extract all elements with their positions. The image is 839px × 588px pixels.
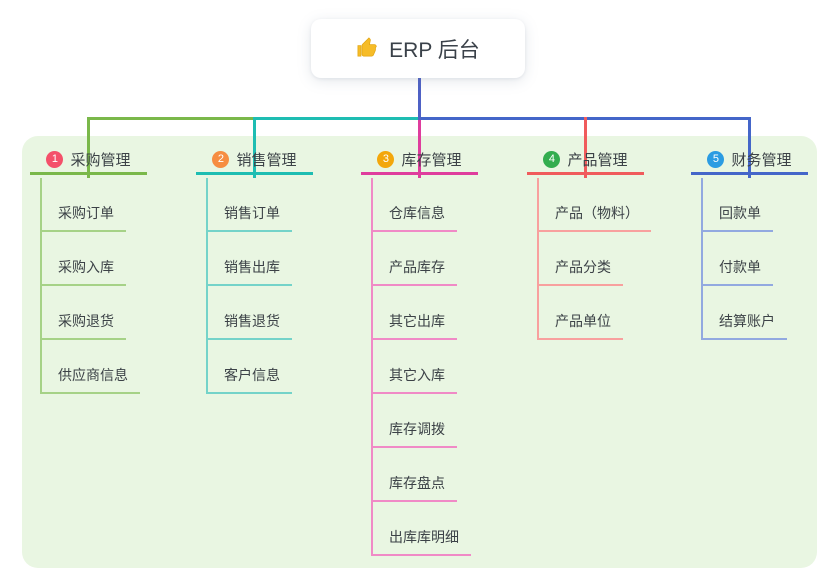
branch-number-badge: 3 — [377, 151, 395, 168]
child-row: 采购订单 — [40, 178, 140, 232]
child-row: 其它入库 — [371, 340, 471, 394]
branch-number-badge: 1 — [46, 151, 64, 168]
child-node[interactable]: 采购订单 — [40, 203, 126, 232]
root-title: ERP 后台 — [389, 38, 480, 62]
child-row: 出库库明细 — [371, 502, 471, 556]
branch-label: 财务管理 — [731, 152, 792, 169]
branches-panel — [22, 136, 817, 568]
connector-line — [418, 78, 421, 120]
child-row: 销售退货 — [206, 286, 292, 340]
branch-node-1[interactable]: 1 采购管理 — [30, 147, 147, 175]
child-node[interactable]: 结算账户 — [701, 311, 787, 340]
child-row: 其它出库 — [371, 286, 471, 340]
child-node[interactable]: 供应商信息 — [40, 365, 140, 394]
child-node[interactable]: 库存调拨 — [371, 419, 457, 448]
branch-label: 库存管理 — [401, 152, 462, 169]
connector-line — [747, 117, 751, 178]
child-row: 采购入库 — [40, 232, 140, 286]
child-row: 客户信息 — [206, 340, 292, 394]
child-node[interactable]: 产品（物料） — [537, 203, 651, 232]
branch-label: 采购管理 — [70, 152, 131, 169]
children-spine-line — [371, 178, 373, 556]
child-node[interactable]: 出库库明细 — [371, 527, 471, 556]
children-spine-line — [701, 178, 703, 340]
branch-number-badge: 2 — [212, 151, 230, 168]
child-node[interactable]: 产品库存 — [371, 257, 457, 286]
child-row: 产品库存 — [371, 232, 471, 286]
connector-line — [252, 117, 256, 178]
child-row: 库存调拨 — [371, 394, 471, 448]
branch-children-5: 回款单付款单结算账户 — [701, 178, 787, 340]
branch-node-3[interactable]: 3 库存管理 — [361, 147, 478, 175]
branch-children-4: 产品（物料） 产品分类产品单位 — [537, 178, 651, 340]
child-row: 产品分类 — [537, 232, 651, 286]
branch-children-2: 销售订单销售出库销售退货客户信息 — [206, 178, 292, 394]
child-row: 库存盘点 — [371, 448, 471, 502]
connector-line — [583, 117, 587, 178]
child-node[interactable]: 采购退货 — [40, 311, 126, 340]
branch-node-4[interactable]: 4 产品管理 — [527, 147, 644, 175]
child-row: 产品（物料） — [537, 178, 651, 232]
child-row: 采购退货 — [40, 286, 140, 340]
child-row: 供应商信息 — [40, 340, 140, 394]
branch-label: 产品管理 — [567, 152, 628, 169]
branch-label: 销售管理 — [236, 152, 297, 169]
branch-children-1: 采购订单采购入库采购退货供应商信息 — [40, 178, 140, 394]
child-row: 付款单 — [701, 232, 787, 286]
connector-line — [86, 117, 90, 178]
branch-number-badge: 5 — [707, 151, 725, 168]
children-spine-line — [206, 178, 208, 394]
child-node[interactable]: 仓库信息 — [371, 203, 457, 232]
child-node[interactable]: 回款单 — [701, 203, 773, 232]
branch-children-3: 仓库信息产品库存其它出库其它入库库存调拨库存盘点出库库明细 — [371, 178, 471, 556]
branch-node-5[interactable]: 5 财务管理 — [691, 147, 808, 175]
child-node[interactable]: 销售出库 — [206, 257, 292, 286]
connector-line — [252, 117, 418, 120]
thumbs-up-icon — [356, 37, 379, 60]
child-node[interactable]: 其它入库 — [371, 365, 457, 394]
children-spine-line — [40, 178, 42, 394]
child-node[interactable]: 库存盘点 — [371, 473, 457, 502]
child-row: 仓库信息 — [371, 178, 471, 232]
child-row: 结算账户 — [701, 286, 787, 340]
child-node[interactable]: 产品单位 — [537, 311, 623, 340]
child-node[interactable]: 其它出库 — [371, 311, 457, 340]
child-node[interactable]: 销售退货 — [206, 311, 292, 340]
branch-number-badge: 4 — [543, 151, 561, 168]
children-spine-line — [537, 178, 539, 340]
child-row: 销售出库 — [206, 232, 292, 286]
branch-node-2[interactable]: 2 销售管理 — [196, 147, 313, 175]
connector-line — [86, 117, 253, 120]
connector-line — [417, 120, 421, 178]
child-row: 产品单位 — [537, 286, 651, 340]
root-node[interactable]: ERP 后台 — [311, 19, 525, 78]
child-node[interactable]: 采购入库 — [40, 257, 126, 286]
child-row: 销售订单 — [206, 178, 292, 232]
child-node[interactable]: 付款单 — [701, 257, 773, 286]
child-row: 回款单 — [701, 178, 787, 232]
child-node[interactable]: 产品分类 — [537, 257, 623, 286]
child-node[interactable]: 销售订单 — [206, 203, 292, 232]
child-node[interactable]: 客户信息 — [206, 365, 292, 394]
